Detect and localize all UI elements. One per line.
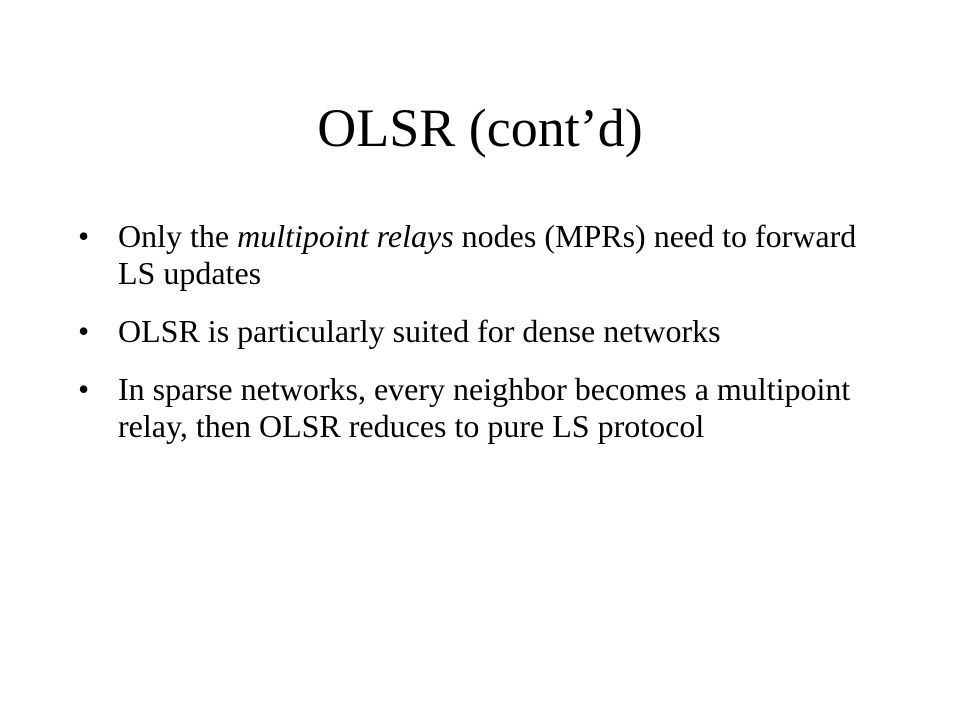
- bullet-marker: •: [78, 218, 90, 254]
- slide-title: OLSR (cont’d): [317, 98, 643, 158]
- bullet-list: • Only the multipoint relays nodes (MPRs…: [78, 218, 878, 466]
- bullet-marker: •: [78, 371, 90, 407]
- bullet-text-start: Only the: [118, 218, 238, 254]
- bullet-emphasis: multipoint relays: [237, 218, 454, 254]
- bullet-text: OLSR is particularly suited for dense ne…: [118, 313, 721, 349]
- bullet-text-end: nodes (MPRs) need to forward LS updates: [118, 218, 857, 291]
- bullet-item: • OLSR is particularly suited for dense …: [78, 313, 878, 350]
- bullet-item: • Only the multipoint relays nodes (MPRs…: [78, 218, 878, 292]
- bullet-text: In sparse networks, every neighbor becom…: [118, 371, 851, 444]
- bullet-marker: •: [78, 313, 90, 349]
- bullet-item: • In sparse networks, every neighbor bec…: [78, 371, 878, 445]
